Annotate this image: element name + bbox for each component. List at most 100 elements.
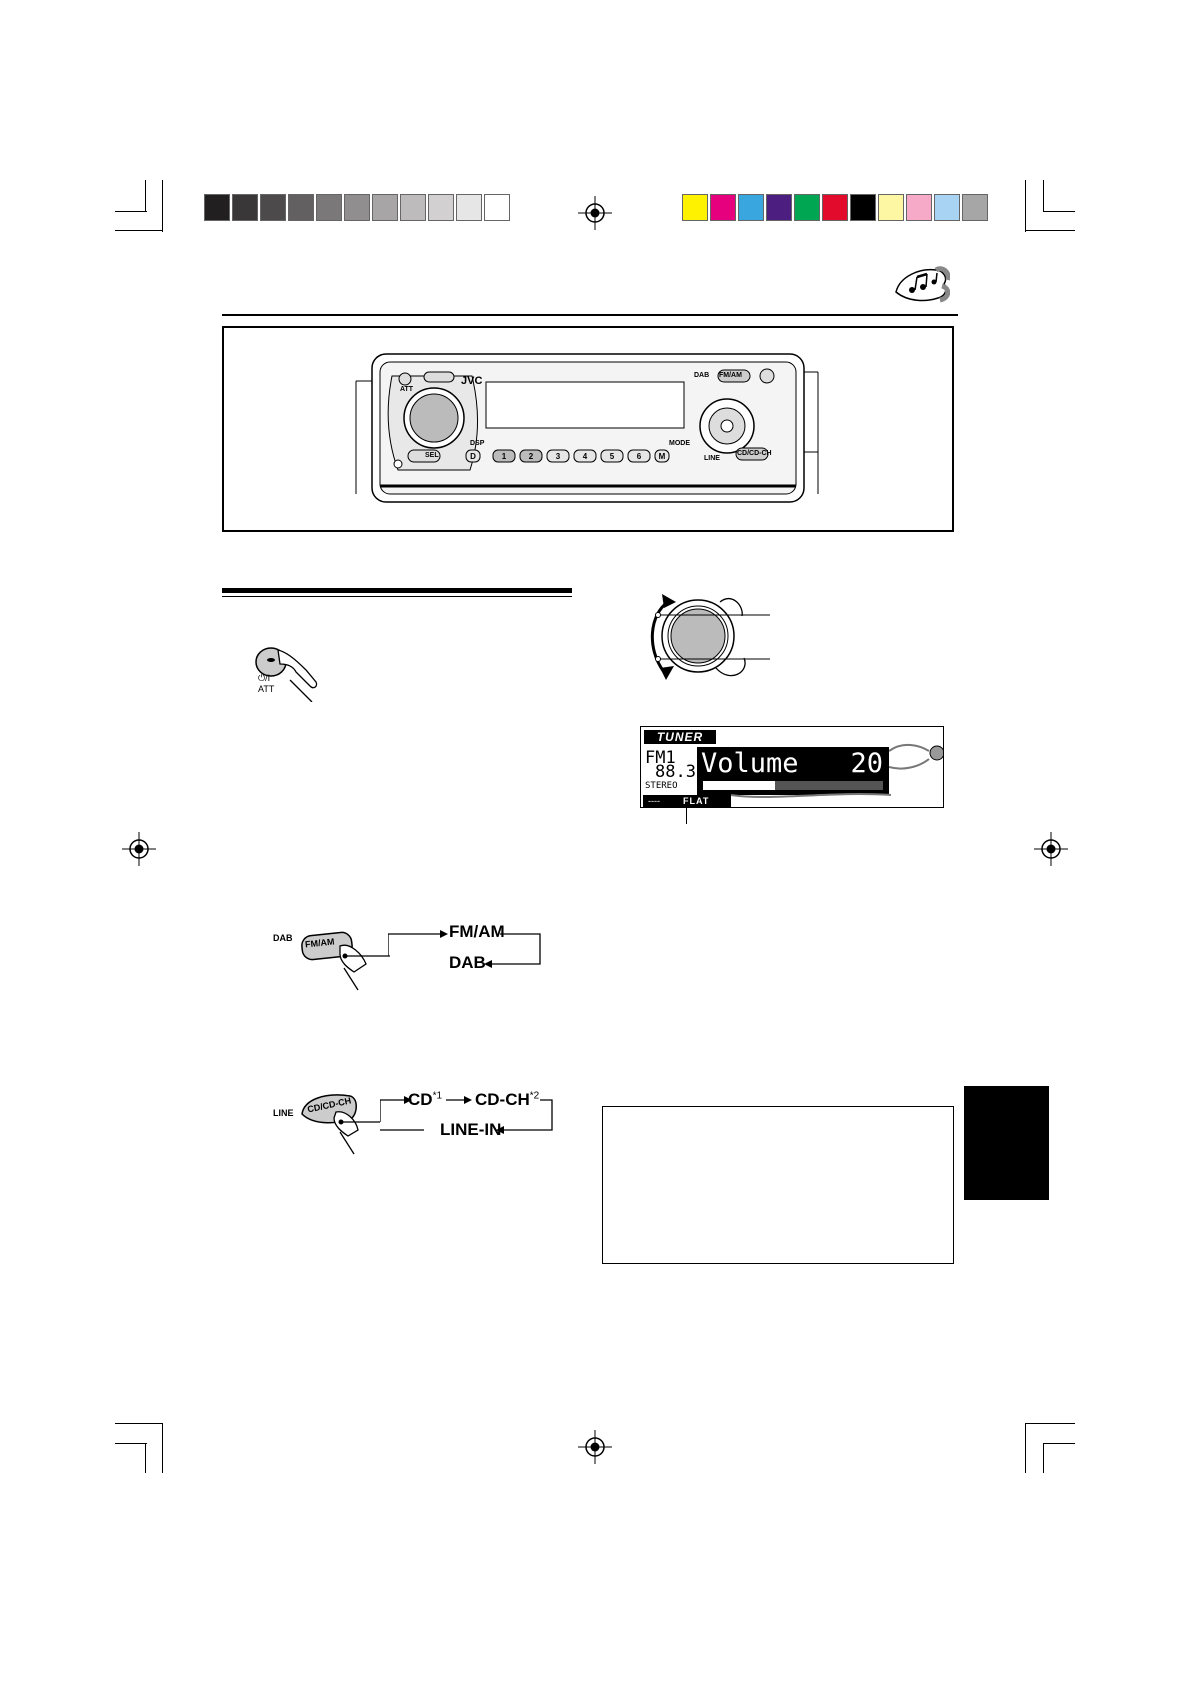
crop-mark (1043, 180, 1044, 212)
gray-swatch (232, 194, 258, 221)
color-swatch (906, 194, 932, 221)
mode-label: MODE (669, 440, 690, 447)
crop-mark (162, 1423, 163, 1473)
color-swatch (878, 194, 904, 221)
lcd-volume-panel: Volume 20 (697, 747, 889, 795)
registration-mark-icon (578, 196, 612, 230)
preset-button-label: 3 (556, 452, 561, 461)
lcd-volume-bar-track (703, 781, 883, 790)
preset-button-label: M (659, 452, 666, 461)
cd-button-small[interactable]: CD/CD-CH (737, 450, 772, 457)
lcd-eq-mode: FLAT (683, 796, 710, 806)
dab-side-label: DAB (273, 933, 293, 943)
cd-cycle-arrows (380, 1096, 553, 1134)
cdch-option: CD-CH*2 (475, 1090, 540, 1109)
gray-swatch (456, 194, 482, 221)
dab-option: DAB (449, 953, 486, 972)
fmam-option: FM/AM (449, 922, 505, 941)
crop-mark (1043, 211, 1075, 212)
preset-button-label: 6 (637, 452, 642, 461)
color-swatch (850, 194, 876, 221)
registration-mark-icon (1034, 832, 1068, 866)
head-unit-illustration-frame (222, 326, 954, 532)
section-rule (222, 588, 572, 593)
color-swatch (794, 194, 820, 221)
registration-mark-icon (122, 832, 156, 866)
color-swatch (822, 194, 848, 221)
lcd-display: TUNER FM1 88.3 STEREO Volume 20 ---- FLA… (640, 726, 944, 808)
lcd-eq-strip: ---- FLAT (643, 795, 731, 807)
crop-mark (1025, 1423, 1026, 1473)
power-button-symbol: ⏻/I (258, 673, 271, 683)
crop-mark (145, 180, 146, 212)
lcd-graphic-decoration (889, 744, 943, 770)
gray-swatch (344, 194, 370, 221)
music-notes-icon (895, 266, 950, 303)
line-side-label: LINE (273, 1108, 294, 1118)
crop-mark (115, 1443, 147, 1444)
power-button-label: ATT (258, 684, 275, 694)
preset-button[interactable] (519, 449, 543, 463)
volume-knob-illustration (650, 594, 770, 680)
preset-button[interactable] (546, 449, 570, 463)
color-swatch (682, 194, 708, 221)
gray-swatch (288, 194, 314, 221)
preset-button[interactable] (600, 449, 624, 463)
gray-swatch (204, 194, 230, 221)
preset-button-label: 1 (502, 452, 507, 461)
registration-mark-icon (578, 1430, 612, 1464)
crop-mark (1025, 180, 1026, 232)
dsp-label: DSP (470, 440, 485, 447)
crop-mark (1043, 1443, 1044, 1473)
lcd-eq-left: ---- (648, 796, 660, 806)
gray-swatch (260, 194, 286, 221)
fmam-cycle-arrows (388, 930, 541, 968)
fmam-button-illustration (301, 931, 390, 991)
gray-swatch (316, 194, 342, 221)
color-swatch (710, 194, 736, 221)
preset-button-label: D (470, 452, 476, 461)
lcd-volume-value: 20 (850, 748, 883, 779)
color-swatch (962, 194, 988, 221)
note-box (602, 1106, 954, 1264)
lcd-band: FM1 (645, 748, 676, 768)
crop-mark (162, 180, 163, 232)
lcd-frequency: 88.3 (655, 762, 696, 782)
eq-callout-line (686, 808, 687, 824)
lcd-volume-label: Volume (701, 748, 799, 779)
line-label: LINE (704, 455, 720, 462)
gray-swatch (428, 194, 454, 221)
preset-button-label: 4 (583, 452, 588, 461)
sel-label: SEL (425, 452, 439, 459)
crop-mark (1025, 230, 1075, 231)
preset-button[interactable] (627, 449, 651, 463)
fmam-button-small[interactable]: FM/AM (719, 372, 742, 379)
preset-button[interactable] (492, 449, 516, 463)
color-swatch (766, 194, 792, 221)
preset-button-label: 2 (529, 452, 534, 461)
gray-swatch (484, 194, 510, 221)
lcd-volume-bar-fill (703, 781, 775, 790)
crop-mark (115, 230, 163, 231)
lcd-stereo: STEREO (645, 781, 678, 791)
preset-button-label: 5 (610, 452, 615, 461)
att-label: ATT (400, 386, 414, 393)
power-button-illustration (255, 647, 318, 702)
brand-logo: JVC (461, 375, 483, 387)
preset-button[interactable] (654, 449, 670, 463)
preset-button[interactable] (465, 449, 481, 463)
gray-swatch (400, 194, 426, 221)
lcd-graphic-decoration (731, 793, 891, 798)
crop-mark (115, 211, 147, 212)
crop-mark (1043, 1443, 1075, 1444)
header-rule (222, 314, 958, 316)
car-stereo-faceplate-illustration: D 1 2 3 4 5 6 M (355, 353, 819, 503)
cd-button-illustration (301, 1094, 380, 1155)
preset-button[interactable] (573, 449, 597, 463)
crop-mark (145, 1443, 146, 1473)
color-swatch (738, 194, 764, 221)
lcd-source-header: TUNER (644, 730, 716, 744)
cd-option: CD*1 (408, 1090, 443, 1109)
section-rule (222, 596, 572, 597)
line-in-option: LINE-IN (440, 1120, 502, 1139)
